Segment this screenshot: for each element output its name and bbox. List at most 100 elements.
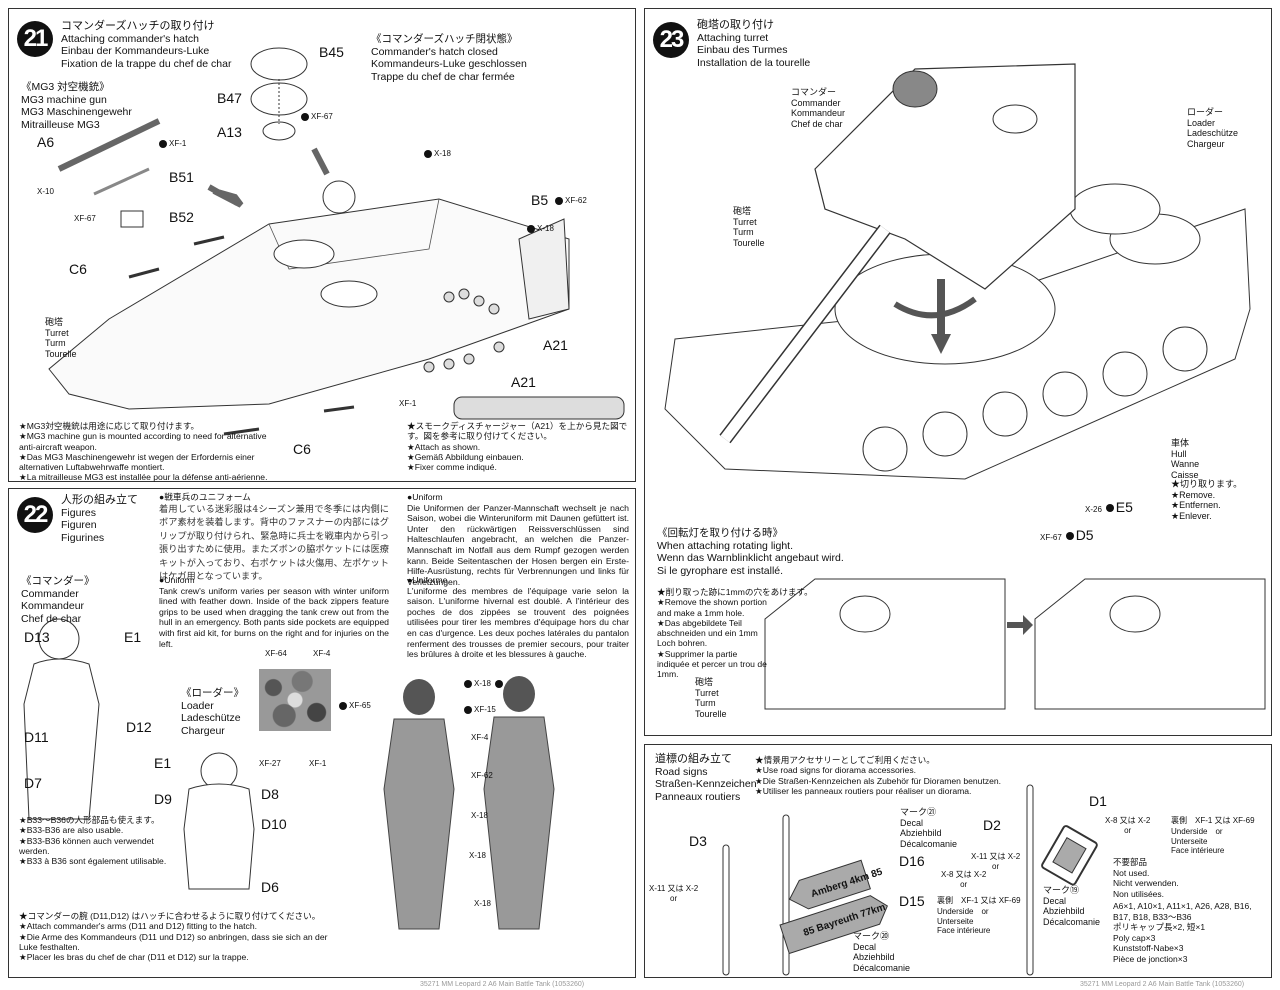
paint-callout: XF-67 <box>74 214 96 223</box>
part-label: B52 <box>169 209 194 225</box>
turret-label: 砲塔 Turret Turm Tourelle <box>695 677 727 719</box>
hull-label: 車体 Hull Wanne Caisse <box>1171 438 1200 480</box>
road-signs-panel: Amberg 4km 85 85 Bayreuth 77km 道標の組み立て R… <box>644 744 1272 978</box>
part-label: D1 <box>1089 793 1107 809</box>
step-23-title: 砲塔の取り付け Attaching turret Einbau des Turm… <box>697 19 811 69</box>
part-label: C6 <box>293 441 311 457</box>
turret-label: 砲塔 Turret Turm Tourelle <box>45 317 77 359</box>
part-label: D10 <box>261 816 287 832</box>
paint-callout: 裏側 XF-1 又は XF-69 Underside or Unterseite… <box>1171 816 1255 855</box>
part-label: A13 <box>217 124 242 140</box>
paint-callout: X-18 <box>471 811 488 820</box>
part-label: D15 <box>899 893 925 909</box>
footer-right: 35271 MM Leopard 2 A6 Main Battle Tank (… <box>1080 981 1245 988</box>
paint-dot-icon <box>527 224 535 233</box>
paint-callout: X-11 又は X-2 or <box>971 852 1021 871</box>
paint-dot-icon <box>339 701 347 710</box>
part-label: D9 <box>154 791 172 807</box>
turret-label: 砲塔 Turret Turm Tourelle <box>733 206 765 248</box>
paint-callout: XF-27 <box>259 759 281 768</box>
uniform-jp-text: ●戦車兵のユニフォーム 着用している迷彩服は4シーズン兼用で冬季には内側にボア素… <box>159 492 389 583</box>
step-23-panel: 23 砲塔の取り付け Attaching turret Einbau des T… <box>644 8 1272 736</box>
paint-callout: XF-62 <box>471 771 493 780</box>
part-label: D3 <box>689 833 707 849</box>
road-signs-illustration: Amberg 4km 85 85 Bayreuth 77km <box>722 784 1098 976</box>
step-number-badge: 21 <box>17 21 53 57</box>
decal-19-label: マーク⑲ Decal Abziehbild Décalcomanie <box>1043 885 1101 927</box>
paint-callout: X-18 <box>469 851 486 860</box>
part-label: B45 <box>319 44 344 60</box>
camo-pattern-swatch <box>259 669 331 731</box>
part-label-d5: XF-67 D5 <box>1040 527 1094 543</box>
paint-callout: XF-1 <box>309 759 327 768</box>
paint-callout: XF-15 <box>464 705 496 714</box>
part-label: B5 <box>531 192 549 208</box>
paint-callout: X-10 <box>37 187 54 196</box>
paint-dot-icon <box>1105 504 1114 513</box>
paint-callout: X-8 又は X-2 or <box>941 870 987 889</box>
paint-callout: XF-4 <box>471 733 489 742</box>
paint-dot-icon <box>464 705 472 714</box>
paint-callout: X-18 <box>527 224 554 233</box>
paint-dot-icon <box>301 112 309 121</box>
decal-20-label: マーク⑳ Decal Abziehbild Décalcomanie <box>853 931 911 973</box>
step-21-panel: 21 コマンダーズハッチの取り付け Attaching commander's … <box>8 8 636 482</box>
step-22-illustration <box>23 618 555 930</box>
part-label: C6 <box>69 261 87 277</box>
paint-callout: XF-62 <box>555 196 587 205</box>
not-used-parts-list: 不要部品 Not used. Nicht verwenden. Non util… <box>1113 857 1252 964</box>
paint-dot-icon <box>464 679 472 688</box>
part-label: A6 <box>37 134 55 150</box>
part-label: D16 <box>899 853 925 869</box>
part-label: B47 <box>217 90 242 106</box>
paint-callout: XF-67 <box>301 112 333 121</box>
paint-callout: XF-4 <box>313 649 331 658</box>
uniform-fr-text: ●Uniforme L'uniforme des membres de l'éq… <box>407 575 629 660</box>
paint-callout: 裏側 XF-1 又は XF-69 Underside or Unterseite… <box>937 896 1021 935</box>
part-label: D6 <box>261 879 279 895</box>
part-label-e5: X-26 E5 <box>1085 499 1133 515</box>
paint-callout: XF-1 <box>159 139 186 148</box>
step-21-title: コマンダーズハッチの取り付け Attaching commander's hat… <box>61 20 232 70</box>
mg3-note: ★MG3対空機銃は用途に応じて取り付けます。 ★MG3 machine gun … <box>19 421 268 483</box>
part-label: D11 <box>24 729 49 745</box>
uniform-de-text: ●Uniform Die Uniformen der Panzer-Mannsc… <box>407 492 629 587</box>
part-label: E1 <box>124 629 142 645</box>
paint-callout: XF-1 <box>399 399 417 408</box>
paint-callout: XF-65 <box>339 701 371 710</box>
loader-label: ローダー Loader Ladeschütze Chargeur <box>1187 107 1239 149</box>
road-signs-note: ★情景用アクセサリーとしてご利用ください。 ★Use road signs fo… <box>755 755 1002 796</box>
part-label: B51 <box>169 169 194 185</box>
part-label: D8 <box>261 786 279 802</box>
remove-note: ★切り取ります。 ★Remove. ★Entfernen. ★Enlever. <box>1171 479 1243 521</box>
part-label: D2 <box>983 817 1001 833</box>
paint-callout: X-11 又は X-2 or <box>649 884 699 903</box>
b33-note: ★B33〜B36の人形部品も使えます。 ★B33-B36 are also us… <box>19 815 167 867</box>
commander-label: コマンダー Commander Kommandeur Chef de char <box>791 87 846 129</box>
hatch-closed-caption: 《コマンダーズハッチ閉状態》 Commander's hatch closed … <box>371 33 527 83</box>
part-label: A21 <box>543 337 568 353</box>
paint-dot-icon <box>494 679 503 688</box>
loader-caption: 《ローダー》 Loader Ladeschütze Chargeur <box>181 687 244 737</box>
step-23-illustration <box>664 63 1266 710</box>
smoke-discharger-note: ★スモークディスチャージャー（A21）を上から見た図です。図を参考に取り付けてく… <box>407 421 628 473</box>
paint-callout: XF-64 <box>265 649 287 658</box>
paint-dot-icon <box>1065 532 1074 541</box>
road-signs-title: 道標の組み立て Road signs Straßen-Kennzeichen P… <box>655 753 757 803</box>
part-label: E1 <box>154 755 172 771</box>
part-label: D12 <box>126 719 152 735</box>
paint-dot-icon <box>159 139 167 148</box>
step-21-illustration <box>48 47 625 436</box>
paint-dot-icon <box>424 149 432 158</box>
paint-dot-icon <box>555 196 563 205</box>
part-label: D13 <box>24 629 50 645</box>
step-number-badge: 22 <box>17 497 53 533</box>
part-label: A21 <box>511 374 536 390</box>
rotating-light-caption: 《回転灯を取り付ける時》 When attaching rotating lig… <box>657 527 844 577</box>
step-22-title: 人形の組み立て Figures Figuren Figurines <box>61 494 138 544</box>
step-number-badge: 23 <box>653 22 689 58</box>
paint-callout: X-18 <box>424 149 451 158</box>
step-22-panel: 22 人形の組み立て Figures Figuren Figurines ●戦車… <box>8 488 636 978</box>
paint-callout: X-18 <box>474 899 491 908</box>
paint-callout: X-8 又は X-2 or <box>1105 816 1151 835</box>
